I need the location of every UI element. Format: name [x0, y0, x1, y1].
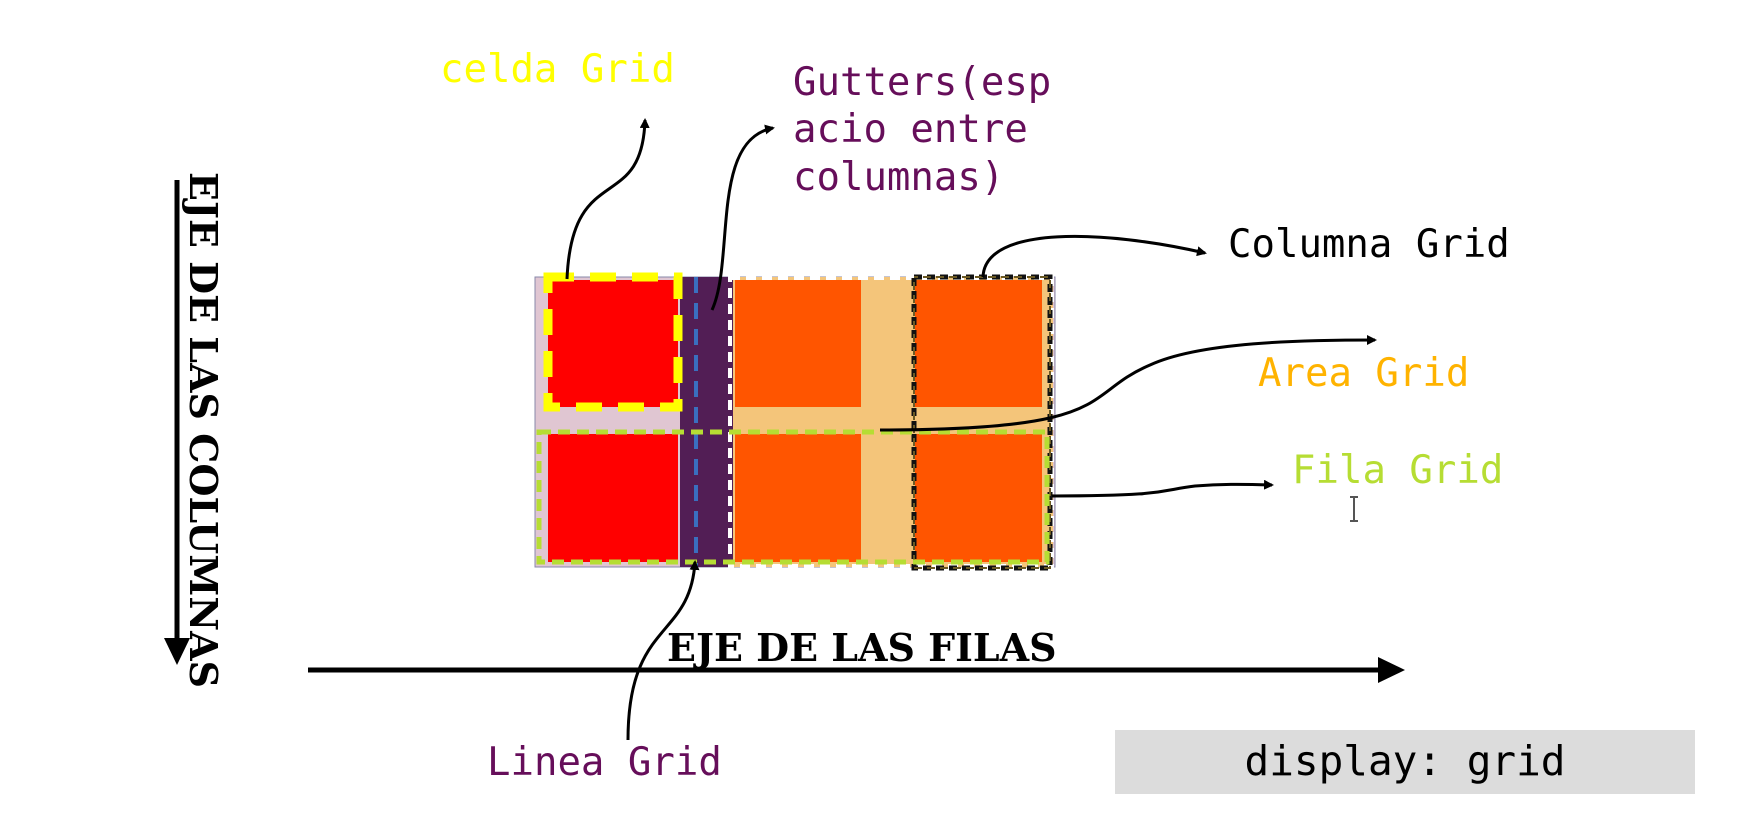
gutter-background — [680, 277, 733, 567]
grid-cell-red-top — [548, 280, 678, 407]
grid-cell-orange-1 — [735, 280, 861, 407]
gutters-connector — [710, 124, 775, 311]
grid-cell-orange-2 — [915, 280, 1042, 407]
grid-cell-red-bottom — [548, 434, 678, 562]
grid-cell-orange-4 — [915, 434, 1042, 562]
columnas-axis-arrowhead — [164, 638, 190, 665]
linea-label: Linea Grid — [487, 740, 722, 785]
display-grid-box — [1115, 730, 1695, 794]
columna-connector — [981, 234, 1207, 278]
columna-label: Columna Grid — [1228, 222, 1510, 267]
eje-filas-label: EJE DE LAS FILAS — [667, 625, 1057, 670]
text-cursor-icon — [1350, 496, 1358, 522]
grid-row-outline — [536, 429, 1050, 565]
eje-columnas-label: EJE DE LAS COLUMNAS — [181, 172, 226, 688]
gutters-label-line2: acio entre — [793, 107, 1028, 152]
display-grid-label: display: grid — [1245, 737, 1566, 785]
area-label: Area Grid — [1258, 351, 1469, 396]
fila-label: Fila Grid — [1292, 448, 1503, 493]
area-connector — [879, 335, 1377, 432]
fila-connector — [1051, 479, 1274, 498]
filas-axis-arrowhead — [1378, 657, 1405, 683]
celda-connector — [565, 118, 650, 280]
grid-cell-highlight — [543, 272, 683, 412]
gutters-label-line3: columnas) — [793, 155, 1004, 200]
grid-column-outline-inner — [913, 276, 1051, 569]
gutters-label-line1: Gutters(esp — [793, 60, 1051, 105]
linea-connector — [626, 560, 700, 741]
grid-cell-orange-3 — [735, 434, 861, 562]
celda-label: celda Grid — [440, 47, 675, 92]
